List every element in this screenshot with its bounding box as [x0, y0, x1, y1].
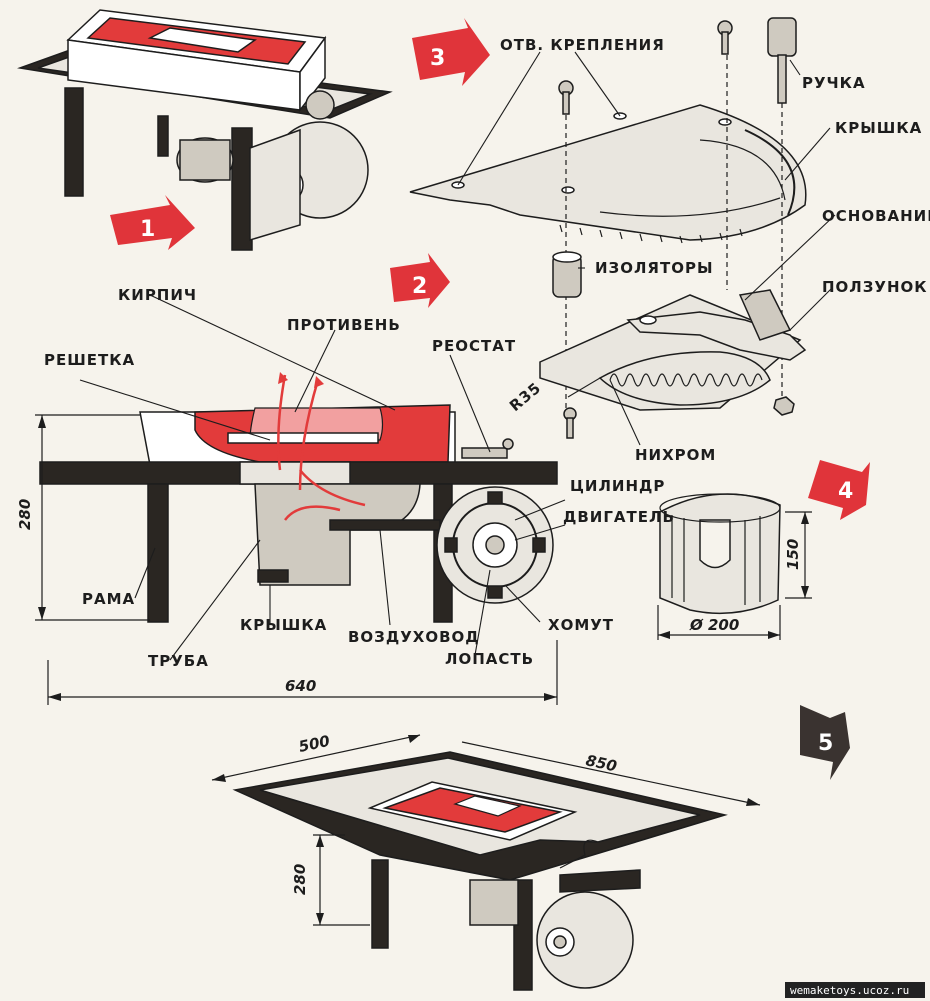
label-lid: КРЫШКА: [240, 616, 327, 634]
badge-5: [800, 705, 850, 780]
label-mounting-holes: ОТВ. КРЕПЛЕНИЯ: [500, 36, 665, 54]
fig5-motor: [536, 891, 634, 989]
labels: ОТВ. КРЕПЛЕНИЯ РУЧКА КРЫШКА ОСНОВАНИЕ ИЗ…: [16, 36, 930, 895]
fig2-dimension-lines: [35, 414, 558, 705]
fig3-cover-plate: [409, 104, 807, 241]
fig3-knob: [767, 17, 797, 57]
figure-5-illustration: 5: [211, 705, 850, 991]
label-knob: РУЧКА: [802, 74, 866, 92]
label-clamp: ХОМУТ: [548, 616, 614, 634]
figure-2-illustration: 2: [35, 253, 558, 705]
dim-fig4-diameter: Ø 200: [689, 616, 739, 634]
dim-fig2-height: 280: [16, 499, 34, 530]
watermark-box: [785, 982, 925, 998]
fig2-rheostat: [461, 447, 508, 459]
fig3-nichrome-coil: [598, 351, 771, 406]
label-brick: КИРПИЧ: [118, 286, 197, 304]
dim-fig5-height: 280: [291, 864, 309, 895]
label-base: ОСНОВАНИЕ: [822, 207, 930, 225]
fig3-slider: [626, 311, 807, 361]
label-cover-fig3: КРЫШКА: [835, 119, 922, 137]
badge-5-text: 5: [818, 731, 833, 756]
fig3-nut: [773, 396, 795, 416]
badge-1-text: 1: [140, 217, 155, 242]
label-slider: ПОЛЗУНОК: [822, 278, 928, 296]
figure-1-illustration: 1: [17, 9, 393, 251]
label-grate: РЕШЕТКА: [44, 351, 135, 369]
fig5-leg: [371, 859, 389, 949]
fig2-lid: [257, 569, 289, 583]
label-duct: ВОЗДУХОВОД: [348, 628, 480, 646]
label-pipe: ТРУБА: [148, 652, 209, 670]
label-rheostat: РЕОСТАТ: [432, 337, 516, 355]
badge-2-text: 2: [412, 274, 427, 299]
dim-fig5-depth: 500: [297, 732, 331, 756]
fig1-leg: [64, 87, 84, 197]
leader-lines: [79, 51, 836, 661]
label-nichrome: НИХРОМ: [635, 446, 716, 464]
watermark: wemaketoys.ucoz.ru: [790, 984, 909, 997]
label-frame: РАМА: [82, 590, 135, 608]
figure-3-illustration: 3: [409, 17, 807, 439]
badge-4: [808, 460, 870, 520]
label-cylinder: ЦИЛИНДР: [570, 477, 665, 495]
dim-fig5-length: 850: [584, 751, 618, 775]
dim-fig4-height: 150: [784, 539, 802, 570]
badge-2: [390, 253, 450, 308]
badge-3-text: 3: [430, 46, 445, 71]
figure-4-illustration: 4: [657, 460, 870, 640]
dim-fig2-width: 640: [285, 677, 316, 695]
label-radius: R35: [506, 378, 545, 415]
fig2-frame-leg: [147, 483, 169, 623]
badge-1: [110, 195, 195, 250]
label-tray: ПРОТИВЕНЬ: [287, 316, 401, 334]
fig1-leg: [231, 127, 253, 251]
fig2-airflow: [277, 374, 366, 521]
label-insulators: ИЗОЛЯТОРЫ: [595, 259, 714, 277]
label-motor: ДВИГАТЕЛЬ: [563, 508, 675, 526]
label-blade: ЛОПАСТЬ: [445, 650, 534, 668]
badge-4-text: 4: [838, 479, 853, 504]
badge-3: [412, 18, 490, 86]
